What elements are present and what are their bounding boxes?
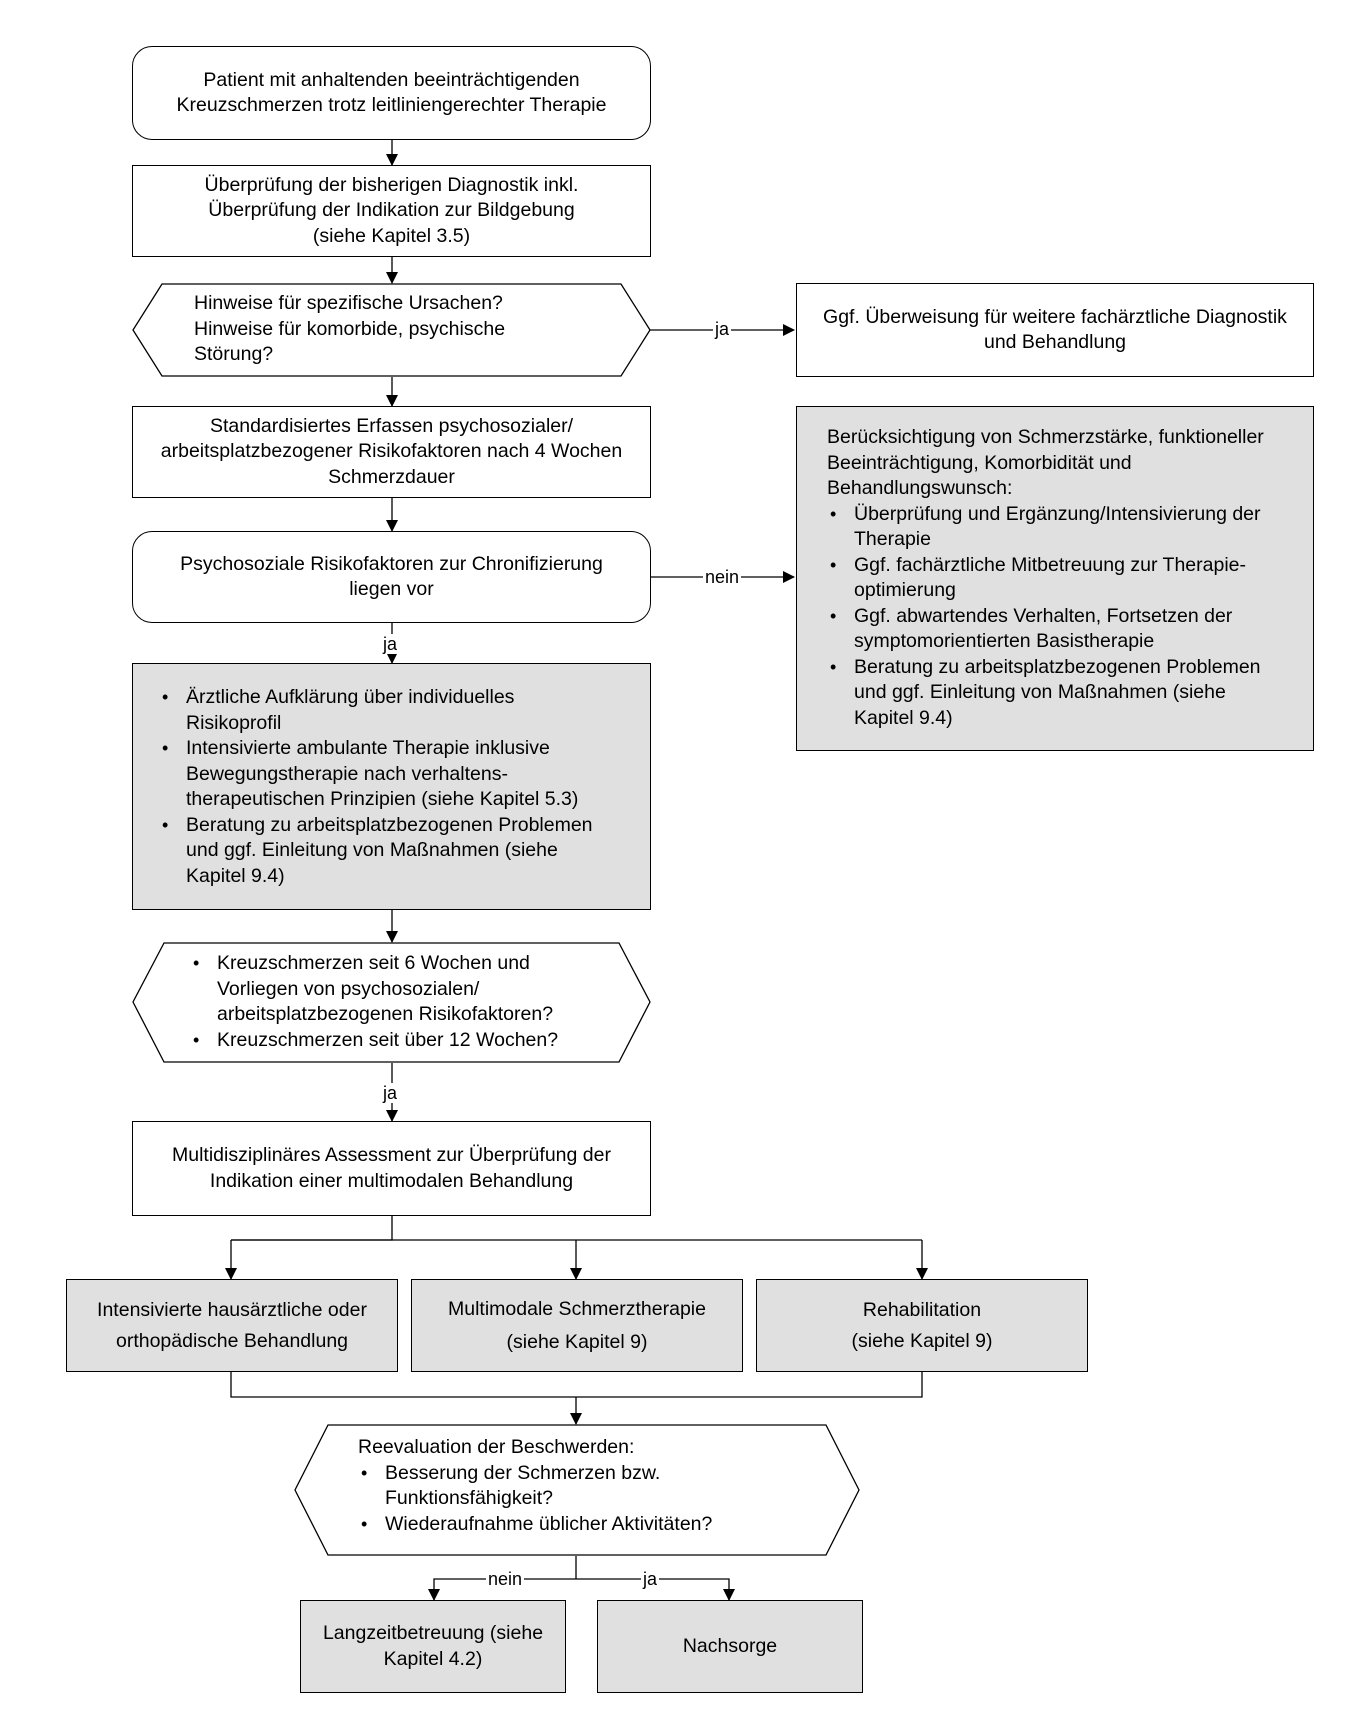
duration-b1-l2: Vorliegen von psychosozialen/ xyxy=(217,977,480,1000)
longterm-care-box: Langzeitbetreuung (siehe Kapitel 4.2) xyxy=(300,1600,566,1693)
option-multimodal-line-2: (siehe Kapitel 9) xyxy=(506,1330,648,1353)
duration-b2-l1: Kreuzschmerzen seit über 12 Wochen? xyxy=(217,1028,559,1051)
reevaluation-intro: Reevaluation der Beschwerden: xyxy=(358,1436,635,1458)
decision-specific-causes: Hinweise für spezifische Ursachen? Hinwe… xyxy=(132,283,651,377)
consider-bullet-2: Ggf. fachärztliche Mitbetreuung zur Ther… xyxy=(827,553,1303,604)
screening-line-3: Schmerzdauer xyxy=(328,465,455,488)
consider-bullet-3: Ggf. abwartendes Verhalten, Fortsetzen d… xyxy=(827,604,1303,655)
consider-intro-3: Behandlungswunsch: xyxy=(827,477,1013,499)
longterm-line-1: Langzeitbetreuung (siehe xyxy=(322,1622,544,1644)
consideration-box: Berücksichtigung von Schmerzstärke, funk… xyxy=(796,406,1314,751)
measures-b2-l2: Bewegungstherapie nach verhaltens- xyxy=(186,762,508,785)
consider-b2-l1: Ggf. fachärztliche Mitbetreuung zur Ther… xyxy=(854,553,1246,576)
reevaluation-bullet-2: Wiederaufnahme üblicher Aktivitäten? xyxy=(358,1512,712,1538)
measures-b3-l1: Beratung zu arbeitsplatzbezogenen Proble… xyxy=(186,813,593,836)
decision-pain-duration: Kreuzschmerzen seit 6 Wochen und Vorlieg… xyxy=(132,942,651,1063)
referral-line-2: und Behandlung xyxy=(983,331,1127,353)
consider-b3-l1: Ggf. abwartendes Verhalten, Fortsetzen d… xyxy=(854,604,1233,627)
causes-line-2: Hinweise für komorbide, psychische xyxy=(194,317,506,340)
start-line-1: Patient mit anhaltenden beeinträchtigend… xyxy=(203,68,580,91)
edge-label-no-longterm: nein xyxy=(486,1569,525,1589)
consider-b4-l3: Kapitel 9.4) xyxy=(854,706,953,729)
duration-bullet-list: Kreuzschmerzen seit 6 Wochen und Vorlieg… xyxy=(190,951,558,1053)
consider-b4-l2: und ggf. Einleitung von Maßnahmen (siehe xyxy=(854,681,1226,703)
option-rehab-line-2: (siehe Kapitel 9) xyxy=(851,1329,993,1352)
assessment-box: Multidisziplinäres Assessment zur Überpr… xyxy=(132,1121,651,1216)
measures-b2-l1: Intensivierte ambulante Therapie inklusi… xyxy=(186,737,550,759)
causes-line-1: Hinweise für spezifische Ursachen? xyxy=(194,292,503,314)
option-gp-box: Intensivierte hausärztliche oder orthopä… xyxy=(66,1279,398,1372)
aftercare-box: Nachsorge xyxy=(597,1600,863,1693)
duration-b1-l1: Kreuzschmerzen seit 6 Wochen und xyxy=(217,952,530,974)
screening-box: Standardisiertes Erfassen psychosozialer… xyxy=(132,406,651,498)
edge-assessment-split xyxy=(231,1216,393,1241)
reevaluation-b2-l1: Wiederaufnahme üblicher Aktivitäten? xyxy=(385,1512,713,1535)
edge-reevaluation-to-aftercare xyxy=(576,1578,735,1601)
edge-label-yes-referral: ja xyxy=(713,319,732,339)
risk-line-2: liegen vor xyxy=(349,578,434,600)
diagnostics-line-3: (siehe Kapitel 3.5) xyxy=(312,224,471,247)
option-multimodal-line-1: Multimodale Schmerztherapie xyxy=(448,1297,706,1320)
reevaluation-bullet-list: Besserung der Schmerzen bzw. Funktionsfä… xyxy=(358,1461,712,1538)
edge-merge xyxy=(230,1372,923,1398)
decision-risk-factors: Psychosoziale Risikofaktoren zur Chronif… xyxy=(132,531,651,623)
edge-label-yes-aftercare: ja xyxy=(641,1569,660,1589)
reevaluation-bullet-1: Besserung der Schmerzen bzw. Funktionsfä… xyxy=(358,1461,712,1512)
measures-bullet-list: Ärztliche Aufklärung über individuelles … xyxy=(159,685,640,889)
option-multimodal-box: Multimodale Schmerztherapie (siehe Kapit… xyxy=(411,1279,743,1372)
edge-label-yes-measures: ja xyxy=(381,634,400,654)
consider-bullet-1: Überprüfung und Ergänzung/Intensivierung… xyxy=(827,502,1303,553)
edge-reevaluation-to-longterm xyxy=(428,1578,576,1601)
duration-bullet-1: Kreuzschmerzen seit 6 Wochen und Vorlieg… xyxy=(190,951,558,1028)
diagnostics-line-1: Überprüfung der bisherigen Diagnostik in… xyxy=(204,173,579,196)
measures-b2-l3: therapeutischen Prinzipien (siehe Kapite… xyxy=(186,788,579,810)
consider-intro-2: Beeinträchtigung, Komorbidität und xyxy=(827,451,1132,474)
screening-line-2: arbeitsplatzbezogener Risikofaktoren nac… xyxy=(160,440,623,463)
duration-b1-l3: arbeitsplatzbezogenen Risikofaktoren? xyxy=(217,1003,554,1025)
assessment-line-1: Multidisziplinäres Assessment zur Überpr… xyxy=(172,1144,611,1166)
risk-measures-box: Ärztliche Aufklärung über individuelles … xyxy=(132,663,651,910)
diagnostics-check-box: Überprüfung der bisherigen Diagnostik in… xyxy=(132,165,651,257)
reevaluation-b1-l2: Funktionsfähigkeit? xyxy=(385,1487,554,1509)
causes-line-3: Störung? xyxy=(194,343,274,365)
edge-label-yes-assessment: ja xyxy=(381,1083,400,1103)
measures-b3-l3: Kapitel 9.4) xyxy=(186,864,285,887)
option-gp-line-2: orthopädische Behandlung xyxy=(115,1329,349,1352)
duration-bullet-2: Kreuzschmerzen seit über 12 Wochen? xyxy=(190,1028,558,1054)
option-gp-line-1: Intensivierte hausärztliche oder xyxy=(97,1298,367,1321)
hexagon-shape xyxy=(132,283,651,377)
measures-b3-l2: und ggf. Einleitung von Maßnahmen (siehe xyxy=(186,839,558,861)
consider-bullet-4: Beratung zu arbeitsplatzbezogenen Proble… xyxy=(827,655,1303,732)
consider-b1-l1: Überprüfung und Ergänzung/Intensivierung… xyxy=(854,502,1261,525)
option-rehab-box: Rehabilitation (siehe Kapitel 9) xyxy=(756,1279,1088,1372)
reevaluation-b1-l1: Besserung der Schmerzen bzw. xyxy=(385,1461,661,1484)
measures-b1-l2: Risikoprofil xyxy=(186,711,282,734)
start-node: Patient mit anhaltenden beeinträchtigend… xyxy=(132,46,651,140)
consider-intro-1: Berücksichtigung von Schmerzstärke, funk… xyxy=(827,426,1264,448)
longterm-line-2: Kapitel 4.2) xyxy=(383,1647,483,1670)
consider-bullet-list: Überprüfung und Ergänzung/Intensivierung… xyxy=(827,502,1303,732)
aftercare-line-1: Nachsorge xyxy=(682,1634,778,1657)
option-rehab-line-1: Rehabilitation xyxy=(862,1298,982,1321)
start-line-2: Kreuzschmerzen trotz leitliniengerechter… xyxy=(176,94,607,116)
consider-b1-l2: Therapie xyxy=(854,528,931,550)
risk-line-1: Psychosoziale Risikofaktoren zur Chronif… xyxy=(180,552,603,575)
measures-bullet-1: Ärztliche Aufklärung über individuelles … xyxy=(159,685,640,736)
screening-line-1: Standardisiertes Erfassen psychosozialer… xyxy=(209,414,574,437)
consider-b4-l1: Beratung zu arbeitsplatzbezogenen Proble… xyxy=(854,655,1261,678)
referral-box: Ggf. Überweisung für weitere fachärztlic… xyxy=(796,283,1314,377)
referral-line-1: Ggf. Überweisung für weitere fachärztlic… xyxy=(823,305,1287,328)
edge-label-no-consider: nein xyxy=(703,567,742,587)
assessment-line-2: Indikation einer multimodalen Behandlung xyxy=(209,1169,574,1192)
consider-b2-l2: optimierung xyxy=(854,579,956,601)
diagnostics-line-2: Überprüfung der Indikation zur Bildgebun… xyxy=(208,199,575,222)
measures-b1-l1: Ärztliche Aufklärung über individuelles xyxy=(186,686,515,708)
decision-reevaluation: Reevaluation der Beschwerden: Besserung … xyxy=(294,1424,860,1556)
measures-bullet-3: Beratung zu arbeitsplatzbezogenen Proble… xyxy=(159,813,640,890)
consider-b3-l2: symptomorientierten Basistherapie xyxy=(854,630,1155,652)
measures-bullet-2: Intensivierte ambulante Therapie inklusi… xyxy=(159,736,640,813)
